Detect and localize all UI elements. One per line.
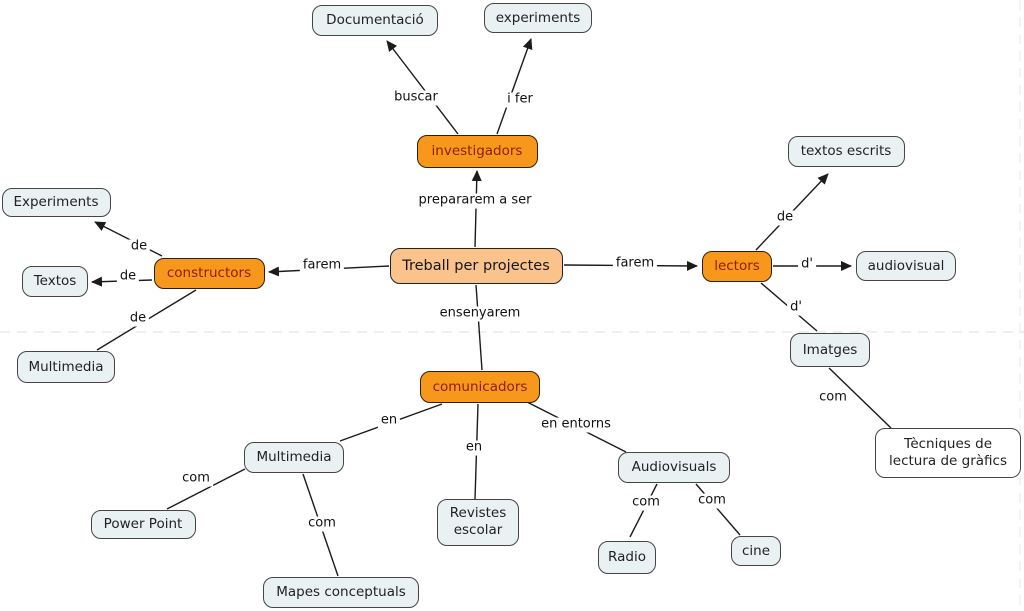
link-label-lectors-textos-escrits[interactable]: de (773, 210, 797, 226)
edge-investigadors-documentacio (386, 40, 459, 135)
node-radio[interactable]: Radio (598, 540, 656, 574)
node-experiments-top[interactable]: experiments (484, 3, 592, 33)
link-label-treball-constructors[interactable]: farem (299, 258, 345, 274)
link-label-constructors-textos[interactable]: de (116, 269, 140, 285)
node-lectors[interactable]: lectors (702, 250, 772, 282)
edge-investigadors-experiments (496, 38, 533, 135)
node-multimedia-bottom[interactable]: Multimedia (244, 441, 344, 473)
node-documentacio[interactable]: Documentació (312, 4, 438, 36)
edge-imatges-tecniques (828, 367, 892, 429)
link-label-audiovisuals-radio[interactable]: com (629, 495, 663, 511)
link-label-lectors-imatges[interactable]: d' (787, 300, 805, 316)
link-label-constructors-experiments[interactable]: de (127, 239, 151, 255)
link-label-treball-lectors[interactable]: farem (612, 256, 658, 272)
node-constructors[interactable]: constructors (153, 257, 265, 289)
link-label-audiovisuals-cine[interactable]: com (695, 493, 729, 509)
node-mapes-conceptuals[interactable]: Mapes conceptuals (263, 576, 419, 608)
link-label-multimedia-power-point[interactable]: com (179, 471, 213, 487)
link-label-treball-comunicadors[interactable]: ensenyarem (436, 306, 524, 322)
edge-multimedia-power-point (166, 468, 246, 510)
link-label-treball-investigadors[interactable]: prepararem a ser (415, 193, 535, 209)
node-imatges[interactable]: Imatges (790, 333, 870, 367)
link-label-multimedia-mapes[interactable]: com (305, 516, 339, 532)
node-audiovisuals[interactable]: Audiovisuals (618, 451, 730, 483)
edge-audiovisuals-cine (695, 483, 741, 536)
edge-constructors-experiments (94, 221, 163, 257)
link-label-lectors-audiovisual[interactable]: d' (798, 257, 816, 273)
link-label-investigadors-experiments[interactable]: i fer (504, 92, 536, 108)
node-tecniques-lectura-grafics[interactable]: Tècniques de lectura de gràfics (875, 428, 1021, 478)
node-revistes-escolar[interactable]: Revistes escolar (437, 498, 519, 546)
node-multimedia-left[interactable]: Multimedia (17, 351, 115, 383)
node-textos-escrits[interactable]: textos escrits (787, 135, 905, 167)
node-investigadors[interactable]: investigadors (416, 134, 538, 168)
node-treball-per-projectes[interactable]: Treball per projectes (389, 248, 563, 284)
edge-audiovisuals-radio (629, 483, 658, 538)
node-comunicadors[interactable]: comunicadors (420, 371, 540, 403)
link-label-imatges-tecniques[interactable]: com (816, 390, 850, 406)
link-label-comunicadors-multimedia[interactable]: en (377, 413, 401, 429)
edge-treball-investigadors (471, 170, 482, 248)
link-label-comunicadors-revistes[interactable]: en (462, 440, 486, 456)
node-cine[interactable]: cine (731, 536, 781, 566)
node-power-point[interactable]: Power Point (90, 509, 196, 539)
link-label-constructors-multimedia[interactable]: de (126, 311, 150, 327)
link-label-investigadors-documentacio[interactable]: buscar (391, 90, 441, 106)
node-textos[interactable]: Textos (22, 265, 88, 297)
node-experiments-left[interactable]: Experiments (1, 187, 111, 217)
node-audiovisual[interactable]: audiovisual (856, 251, 956, 281)
link-label-comunicadors-audiovisuals[interactable]: en entorns (538, 417, 614, 433)
edge-treball-comunicadors (475, 284, 483, 371)
